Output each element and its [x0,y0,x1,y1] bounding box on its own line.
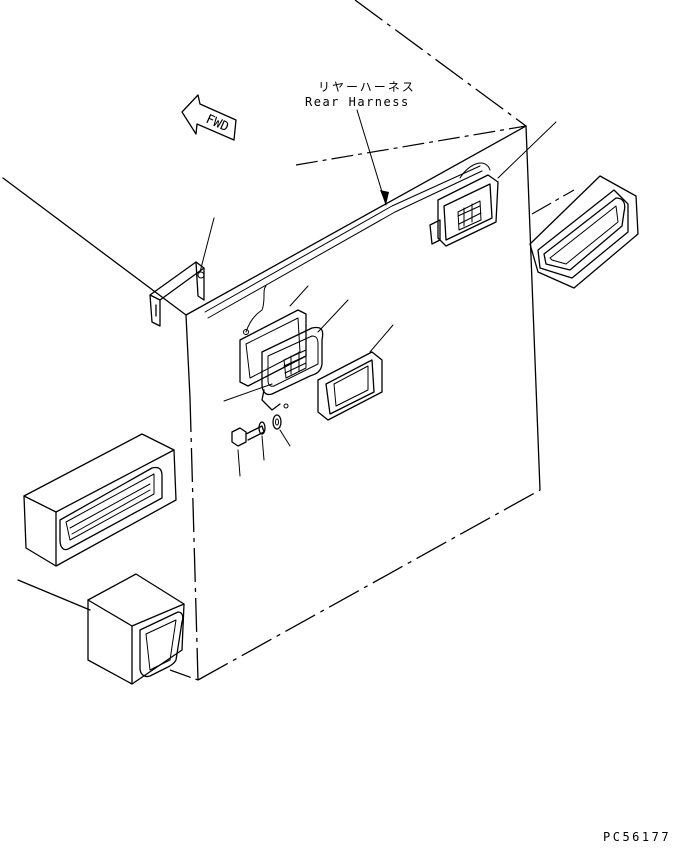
upper-right-lamp [429,121,557,247]
rear-harness-label-en: Rear Harness [305,95,410,109]
center-lamp-assembly [223,285,394,421]
left-side-lamp [23,433,177,567]
left-bracket [149,217,215,327]
rear-harness-label-jp: リヤーハーネス [318,80,416,94]
main-body [2,0,541,681]
rear-harness-cable [204,162,491,319]
lower-left-lamp [87,573,185,685]
right-side-lamp [529,175,639,289]
rear-harness-leader [356,109,387,206]
rear-harness-leader-arrow [380,190,389,205]
figure-code: PC56177 [603,830,671,844]
bolt-and-washers [231,414,291,477]
fwd-arrow: FWD [181,94,237,141]
